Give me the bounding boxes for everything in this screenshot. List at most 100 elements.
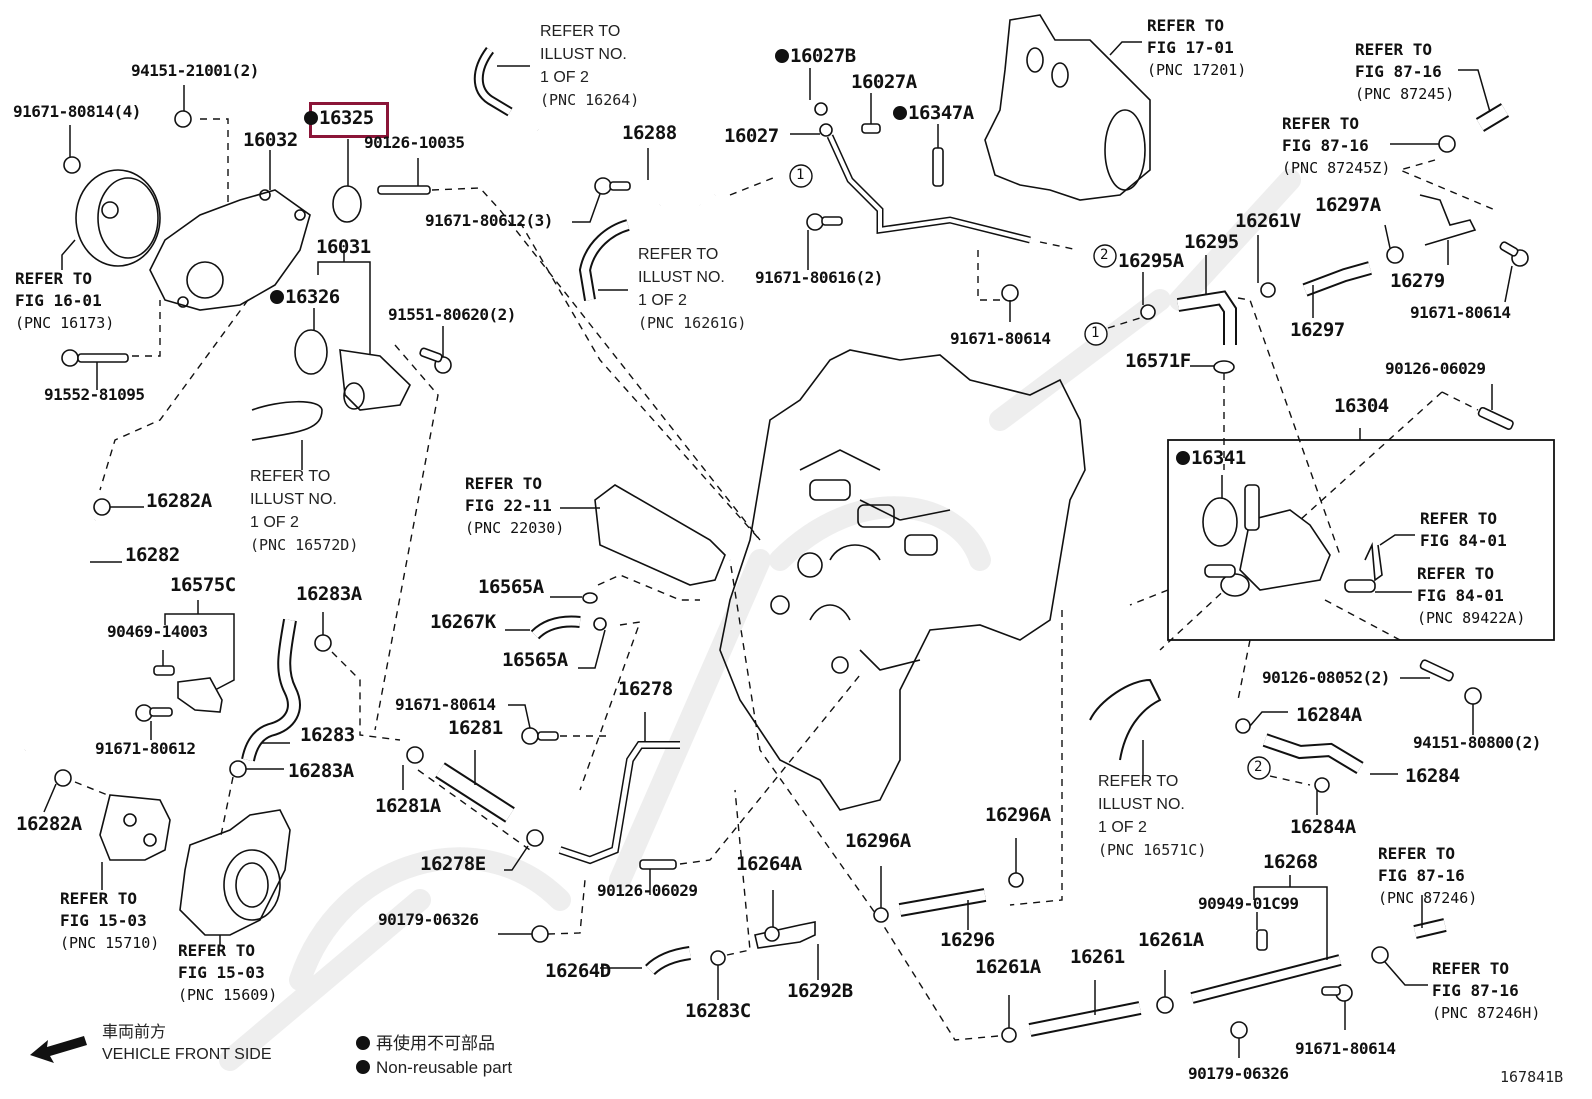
part-label[interactable]: 16341 xyxy=(1176,449,1246,468)
part-label[interactable]: 16031 xyxy=(316,236,371,258)
non-reusable-dot-icon xyxy=(893,106,907,120)
pulley xyxy=(61,125,161,270)
part-label[interactable]: 91671-80616(2) xyxy=(755,268,883,287)
part-label[interactable]: 16284A xyxy=(1296,704,1362,726)
part-label[interactable]: 91671-80614 xyxy=(1295,1039,1396,1058)
part-label[interactable]: 16283C xyxy=(685,1000,751,1022)
part-label[interactable]: 91551-80620(2) xyxy=(388,305,516,324)
part-label[interactable]: 16288 xyxy=(622,122,677,144)
part-label[interactable]: 16565A xyxy=(502,649,568,671)
part-label[interactable]: 91671-80612(3) xyxy=(425,211,553,230)
part-label[interactable]: 91671-80614 xyxy=(950,329,1051,348)
water-pump-housing xyxy=(149,150,311,311)
part-label[interactable]: 91671-80614 xyxy=(1410,303,1511,322)
part-label[interactable]: 16027 xyxy=(724,125,779,147)
part-label-highlighted[interactable]: 16325 xyxy=(304,109,374,128)
part-label[interactable]: 16565A xyxy=(478,576,544,598)
part-label[interactable]: 16304 xyxy=(1334,395,1389,417)
part-label[interactable]: 90469-14003 xyxy=(107,622,208,641)
part-label[interactable]: 90126-06029 xyxy=(1385,359,1486,378)
part-label[interactable]: 91671-80614 xyxy=(395,695,496,714)
vehicle-front-legend: 車両前方 VEHICLE FRONT SIDE xyxy=(102,1024,272,1063)
connector-markers xyxy=(789,164,1271,780)
part-label[interactable]: 94151-21001(2) xyxy=(131,61,259,80)
part-label[interactable]: 16281A xyxy=(375,795,441,817)
part-label[interactable]: 90179-06326 xyxy=(378,910,479,929)
part-label[interactable]: 16282A xyxy=(146,490,212,512)
part-label[interactable]: 90949-01C99 xyxy=(1198,894,1299,913)
part-label[interactable]: 16267K xyxy=(430,611,496,633)
part-label[interactable]: 90126-08052(2) xyxy=(1262,668,1390,687)
engine-block xyxy=(719,349,1086,811)
part-label[interactable]: 16279 xyxy=(1390,270,1445,292)
part-label[interactable]: 16264A xyxy=(736,853,802,875)
part-label[interactable]: 16032 xyxy=(243,129,298,151)
part-label[interactable]: 16261V xyxy=(1235,210,1301,232)
part-label[interactable]: 90126-06029 xyxy=(597,881,698,900)
part-label[interactable]: 16268 xyxy=(1263,851,1318,873)
part-label[interactable]: 16284 xyxy=(1405,765,1460,787)
part-label[interactable]: 16347A xyxy=(893,104,974,123)
part-label[interactable]: 16297 xyxy=(1290,319,1345,341)
part-label[interactable]: 16278E xyxy=(420,853,486,875)
part-label[interactable]: 16282A xyxy=(16,813,82,835)
turbocharger xyxy=(984,14,1151,201)
part-label[interactable]: 91552-81095 xyxy=(44,385,145,404)
part-label[interactable]: 90126-10035 xyxy=(364,133,465,152)
part-label[interactable]: 16296A xyxy=(985,804,1051,826)
part-label[interactable]: 16297A xyxy=(1315,194,1381,216)
part-label[interactable]: 16575C xyxy=(170,574,236,596)
part-label[interactable]: 16261 xyxy=(1070,946,1125,968)
part-label[interactable]: 16261A xyxy=(975,956,1041,978)
part-label[interactable]: 91671-80814(4) xyxy=(13,102,141,121)
part-label[interactable]: 16295 xyxy=(1184,231,1239,253)
part-label[interactable]: 16296 xyxy=(940,929,995,951)
part-label[interactable]: 16295A xyxy=(1118,250,1184,272)
vehicle-front-arrow-icon xyxy=(30,1036,87,1063)
connector-1-label: 1 xyxy=(796,167,804,183)
connector-2-label: 2 xyxy=(1100,247,1108,263)
non-reusable-dot-icon xyxy=(270,290,284,304)
gasket-16325[interactable] xyxy=(332,185,362,223)
part-label[interactable]: 16282 xyxy=(125,544,180,566)
part-label[interactable]: 94151-80800(2) xyxy=(1413,733,1541,752)
thermostat-housing-box xyxy=(1167,439,1555,641)
part-label[interactable]: 16284A xyxy=(1290,816,1356,838)
part-label[interactable]: 16027B xyxy=(775,47,856,66)
part-label[interactable]: 16326 xyxy=(270,288,340,307)
part-label[interactable]: 16027A xyxy=(851,71,917,93)
part-label[interactable]: 16283 xyxy=(300,724,355,746)
part-label[interactable]: 16571F xyxy=(1125,350,1191,372)
connector-2-label: 2 xyxy=(1254,759,1262,775)
part-label[interactable]: 16283A xyxy=(288,760,354,782)
non-reusable-dot-icon xyxy=(304,111,318,125)
part-label[interactable]: 16261A xyxy=(1138,929,1204,951)
part-label[interactable]: 91671-80612 xyxy=(95,739,196,758)
part-label[interactable]: 16264D xyxy=(545,960,611,982)
part-label[interactable]: 16292B xyxy=(787,980,853,1002)
part-label[interactable]: 16296A xyxy=(845,830,911,852)
non-reusable-dot-icon xyxy=(1176,451,1190,465)
non-reusable-dot-icon xyxy=(775,49,789,63)
part-label[interactable]: 16283A xyxy=(296,583,362,605)
part-label[interactable]: 90179-06326 xyxy=(1188,1064,1289,1083)
part-label[interactable]: 16278 xyxy=(618,678,673,700)
part-label[interactable]: 16281 xyxy=(448,717,503,739)
connector-1-label: 1 xyxy=(1091,325,1099,341)
